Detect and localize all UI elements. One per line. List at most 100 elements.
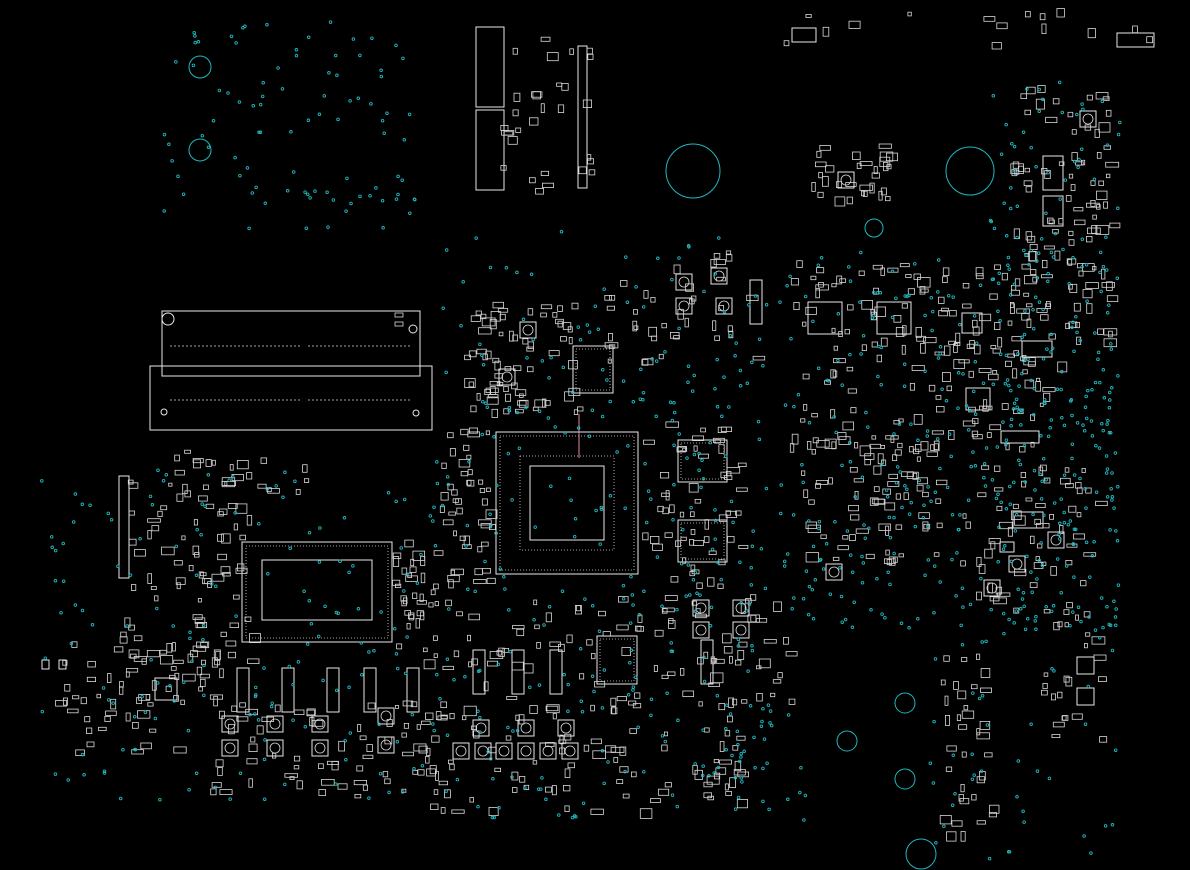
via bbox=[1031, 326, 1036, 331]
via bbox=[1029, 570, 1033, 574]
smd-component bbox=[426, 747, 431, 756]
smd-component bbox=[130, 584, 137, 591]
via bbox=[1087, 615, 1091, 619]
via bbox=[465, 523, 470, 528]
via bbox=[331, 198, 336, 202]
via bbox=[956, 406, 960, 410]
via bbox=[670, 277, 674, 282]
via bbox=[1084, 416, 1089, 421]
via bbox=[668, 400, 673, 404]
via bbox=[757, 437, 762, 442]
via bbox=[740, 780, 744, 784]
via bbox=[473, 589, 477, 594]
via bbox=[996, 492, 1000, 496]
via bbox=[685, 456, 689, 460]
via bbox=[926, 558, 931, 562]
smd-component bbox=[1005, 443, 1010, 451]
smd-component bbox=[785, 651, 798, 657]
via bbox=[188, 630, 192, 635]
via bbox=[631, 685, 636, 689]
mounting-hole bbox=[188, 138, 212, 162]
via bbox=[1059, 497, 1063, 501]
smd-component bbox=[512, 47, 518, 55]
via bbox=[973, 412, 978, 417]
via bbox=[1074, 527, 1078, 532]
via bbox=[1058, 197, 1062, 201]
smd-component bbox=[1082, 289, 1093, 299]
smd-component bbox=[412, 550, 425, 561]
smd-component bbox=[453, 530, 457, 537]
via bbox=[1057, 80, 1062, 85]
via bbox=[761, 363, 765, 368]
smd-component bbox=[1068, 173, 1074, 179]
smd-component bbox=[512, 625, 525, 630]
smd-component bbox=[356, 765, 364, 772]
smd-component bbox=[917, 277, 931, 288]
smd-component bbox=[996, 22, 1008, 30]
smd-component bbox=[772, 679, 782, 684]
smd-component bbox=[1011, 336, 1022, 342]
via bbox=[810, 587, 815, 592]
smd-component bbox=[928, 384, 936, 392]
via bbox=[590, 604, 595, 608]
smd-component bbox=[919, 286, 926, 295]
via bbox=[370, 36, 374, 40]
smd-component bbox=[96, 693, 102, 699]
smd-component bbox=[725, 254, 733, 262]
smd-component bbox=[246, 758, 258, 765]
via bbox=[459, 323, 463, 328]
smd-component bbox=[1007, 320, 1013, 326]
smd-component bbox=[503, 131, 514, 136]
smd-component bbox=[714, 439, 721, 444]
smd-component bbox=[869, 182, 875, 194]
smd-component bbox=[802, 321, 807, 327]
smd-component bbox=[469, 797, 474, 803]
smd-component bbox=[190, 650, 198, 658]
smd-component bbox=[582, 99, 592, 108]
via bbox=[539, 787, 543, 791]
via bbox=[897, 422, 902, 426]
via bbox=[1059, 387, 1063, 392]
smd-component bbox=[773, 601, 782, 612]
via bbox=[778, 300, 782, 304]
smd-component bbox=[698, 453, 709, 459]
via bbox=[140, 694, 144, 699]
via bbox=[322, 94, 327, 98]
smd-component bbox=[1001, 403, 1009, 410]
via bbox=[1098, 250, 1103, 255]
capacitor-body bbox=[1011, 558, 1023, 570]
smd-component bbox=[475, 310, 482, 316]
smd-component bbox=[450, 568, 464, 576]
via bbox=[752, 735, 756, 740]
via bbox=[1046, 271, 1050, 276]
via bbox=[1023, 309, 1027, 313]
smd-component bbox=[478, 327, 492, 335]
smd-component bbox=[119, 686, 124, 695]
via bbox=[656, 256, 660, 261]
via bbox=[982, 462, 987, 466]
memory-slot bbox=[149, 310, 433, 431]
via bbox=[954, 594, 958, 598]
smd-component bbox=[502, 648, 510, 653]
smd-component bbox=[171, 642, 176, 652]
smd-component bbox=[1039, 13, 1046, 21]
smd-component bbox=[1058, 217, 1064, 225]
via bbox=[670, 793, 675, 797]
smd-component bbox=[1069, 283, 1078, 293]
via bbox=[561, 365, 566, 370]
via bbox=[600, 706, 605, 710]
smd-component bbox=[1071, 152, 1078, 161]
via bbox=[1049, 250, 1054, 255]
smd-component bbox=[682, 557, 687, 564]
smd-component bbox=[976, 557, 982, 567]
capacitor-body bbox=[269, 742, 281, 754]
smd-component bbox=[540, 103, 545, 113]
smd-component bbox=[533, 599, 538, 606]
smd-component bbox=[1052, 98, 1060, 105]
smd-component bbox=[661, 492, 670, 497]
via bbox=[955, 551, 959, 555]
via bbox=[269, 704, 274, 709]
via bbox=[629, 574, 633, 579]
smd-component bbox=[402, 700, 414, 707]
